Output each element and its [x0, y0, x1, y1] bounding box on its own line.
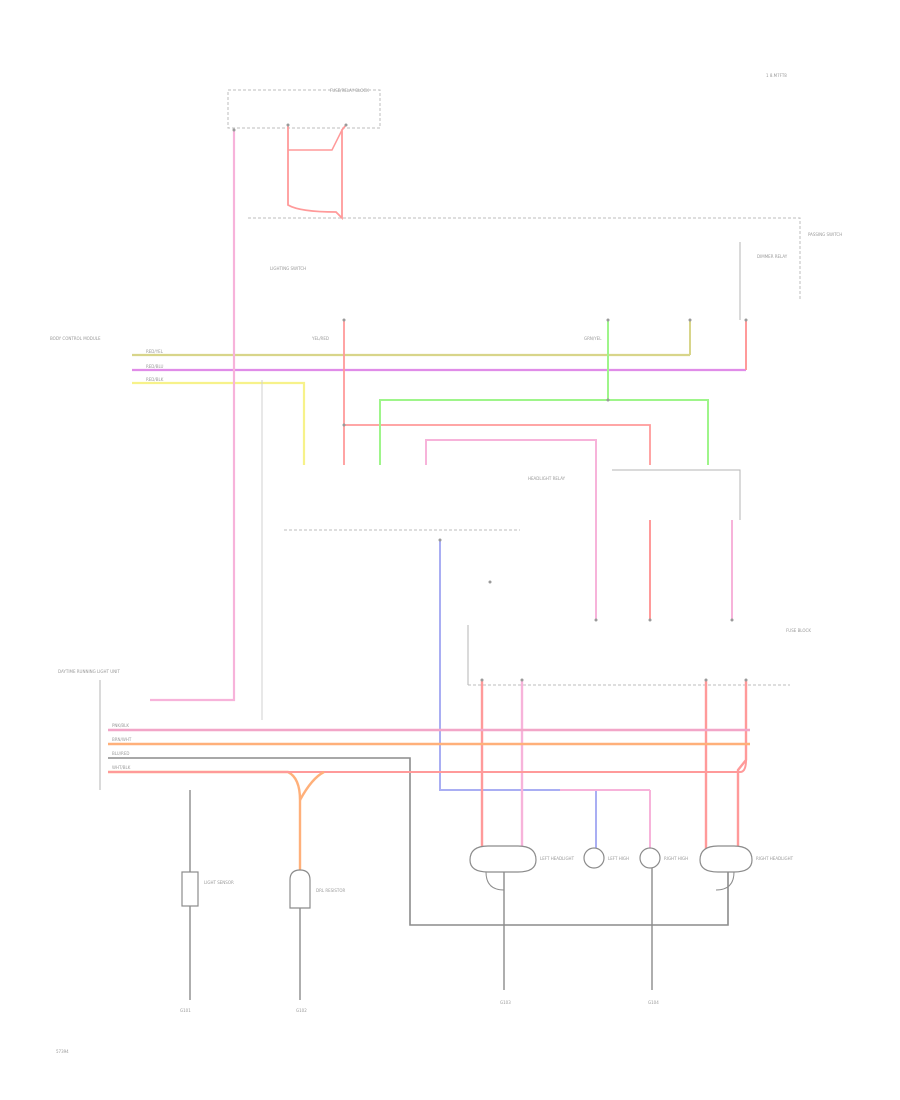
left-high: LEFT HIGH [583, 847, 629, 869]
svg-text:DIMMER RELAY: DIMMER RELAY [757, 254, 788, 259]
ground-g103: G103 [500, 1000, 511, 1005]
wire-label: PNK/BLK [112, 723, 129, 728]
svg-text:LIGHTING SWITCH: LIGHTING SWITCH [270, 266, 306, 271]
svg-text:FUSE/RELAY BLOCK: FUSE/RELAY BLOCK [330, 88, 369, 93]
dimmer-box [612, 469, 741, 520]
wire-label: YEL/RED [311, 336, 329, 341]
svg-text:LEFT HIGH: LEFT HIGH [608, 856, 629, 861]
connector-dots [232, 123, 748, 682]
harness-dashed-line [248, 217, 801, 300]
light-sensor: LIGHT SENSOR [181, 871, 234, 907]
wire-label: GRN/YEL [584, 336, 602, 341]
wire-blue [439, 540, 597, 850]
fuse-block-outline: FUSE/RELAY BLOCK [227, 88, 381, 129]
fuse-block-2-label: FUSE BLOCK [786, 628, 811, 633]
ground-g102: G102 [296, 1008, 307, 1013]
svg-text:DAYTIME RUNNING LIGHT UNIT: DAYTIME RUNNING LIGHT UNIT [58, 669, 120, 674]
wire-orange-drl [108, 770, 302, 870]
ground-g101: G101 [180, 1008, 191, 1013]
headlight-relay-label: HEADLIGHT RELAY [528, 476, 566, 481]
svg-text:RIGHT HEADLIGHT: RIGHT HEADLIGHT [756, 856, 794, 861]
wire-red-bus-low [108, 759, 747, 773]
wire-label: BRN/WHT [112, 737, 132, 742]
wire-ground-drops [503, 868, 653, 990]
footer-code: 57394 [56, 1049, 69, 1054]
wire-ground-jumpers [485, 871, 735, 891]
wire-red-top [287, 124, 347, 221]
daytime-unit-label: DAYTIME RUNNING LIGHT UNIT [58, 669, 120, 790]
wire-red-top-jumper [288, 129, 343, 151]
ground-g104: G104 [648, 1000, 659, 1005]
body-control-label: BODY CONTROL MODULE [50, 336, 101, 341]
wire-green [379, 320, 709, 465]
wire-label: RED/BLU [146, 364, 164, 369]
wire-pink-relay [425, 439, 597, 620]
svg-text:PASSING SWITCH: PASSING SWITCH [808, 232, 842, 237]
svg-text:LIGHT SENSOR: LIGHT SENSOR [204, 880, 234, 885]
wire-label: RED/BLK [146, 377, 164, 382]
drl-resistor: DRL RESISTOR [289, 869, 346, 909]
wire-yellow [132, 381, 306, 465]
wire-label: RED/YEL [146, 349, 164, 354]
wire-gray-ground [108, 757, 729, 926]
lighting-switch-label: LIGHTING SWITCH [270, 266, 306, 271]
svg-text:RIGHT HIGH: RIGHT HIGH [664, 856, 688, 861]
page-code: 1 8.M7FT8 [766, 73, 787, 78]
svg-text:BODY CONTROL MODULE: BODY CONTROL MODULE [50, 336, 101, 341]
wire-red-right-head-2 [736, 680, 748, 850]
svg-text:FUSE BLOCK: FUSE BLOCK [786, 628, 811, 633]
wire-orange-branch [298, 770, 325, 801]
wire-label: BLU/RED [112, 751, 129, 756]
svg-text:LEFT HEADLIGHT: LEFT HEADLIGHT [540, 856, 575, 861]
passing-switch-outline: PASSING SWITCH DIMMER RELAY [739, 232, 842, 320]
wire-pink-supply [150, 130, 236, 702]
right-headlight: RIGHT HEADLIGHT [699, 845, 794, 873]
right-high: RIGHT HIGH [639, 847, 688, 869]
left-headlight: LEFT HEADLIGHT [469, 845, 575, 873]
svg-text:HEADLIGHT RELAY: HEADLIGHT RELAY [528, 476, 566, 481]
wire-label: WHT/BLK [112, 765, 131, 770]
svg-text:DRL RESISTOR: DRL RESISTOR [316, 888, 346, 893]
wire-red-cross [344, 424, 651, 465]
